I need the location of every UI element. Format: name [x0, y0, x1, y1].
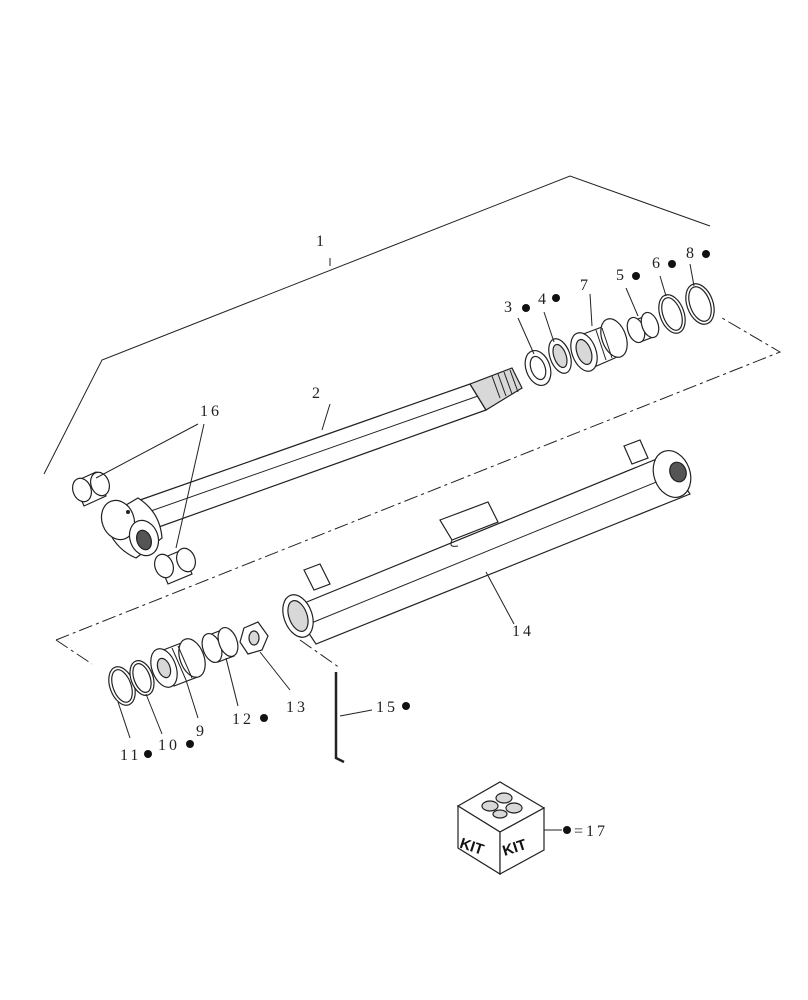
- o-ring-6: [658, 294, 686, 334]
- bearing-ring-5: [626, 311, 660, 344]
- bullet-12: [260, 714, 268, 722]
- bullet-8: [702, 250, 710, 258]
- kit-bullet: [563, 826, 571, 834]
- o-ring-10: [129, 660, 155, 696]
- callout-labels: 1 2 16 3 4 7 5 6 8 14 15 13 12 9 10 11: [120, 233, 697, 764]
- bushing-lower: [153, 547, 197, 585]
- bullet-11: [144, 750, 152, 758]
- bushing-upper: [71, 471, 111, 507]
- lock-nut-13: [239, 621, 269, 655]
- seal-4: [548, 338, 572, 374]
- callout-14: 14: [512, 623, 534, 640]
- kit-equals-17: =17: [574, 823, 608, 840]
- bullet-6: [668, 260, 676, 268]
- leader-lines: [95, 263, 695, 739]
- bullet-4: [552, 294, 560, 302]
- bullet-15: [402, 702, 410, 710]
- callout-3: 3: [504, 299, 515, 316]
- callout-8: 8: [686, 245, 697, 262]
- callout-5: 5: [616, 267, 627, 284]
- callout-13: 13: [286, 699, 308, 716]
- wear-ring-12: [201, 626, 239, 664]
- bullet-3: [522, 304, 530, 312]
- assembly-bracket: [43, 175, 711, 475]
- callout-12: 12: [232, 711, 254, 728]
- callout-15: 15: [376, 699, 398, 716]
- piston-rod: [100, 367, 523, 559]
- piston-9: [150, 638, 206, 688]
- callout-11: 11: [120, 747, 141, 764]
- assembly-centerlines: [55, 317, 782, 669]
- callout-7: 7: [580, 277, 591, 294]
- kit-box: KIT KIT =17: [456, 781, 608, 876]
- hex-key-15: [334, 672, 345, 764]
- kit-label-left: KIT: [458, 835, 486, 859]
- kit-bullets: [144, 250, 710, 758]
- callout-9: 9: [196, 723, 207, 740]
- bullet-5: [632, 272, 640, 280]
- kit-contents-icon: [481, 792, 523, 819]
- callout-6: 6: [652, 255, 663, 272]
- gland-7: [570, 318, 628, 372]
- callout-1: 1: [316, 233, 327, 250]
- callout-10: 10: [158, 737, 180, 754]
- wiper-seal-3: [524, 349, 552, 387]
- bullet-10: [186, 740, 194, 748]
- callout-2: 2: [312, 385, 323, 402]
- callout-16: 16: [200, 403, 222, 420]
- kit-label-right: KIT: [501, 836, 529, 860]
- backup-ring-8: [685, 283, 715, 325]
- callout-4: 4: [538, 291, 549, 308]
- backup-ring-11: [108, 666, 136, 706]
- cylinder-barrel: [282, 439, 692, 645]
